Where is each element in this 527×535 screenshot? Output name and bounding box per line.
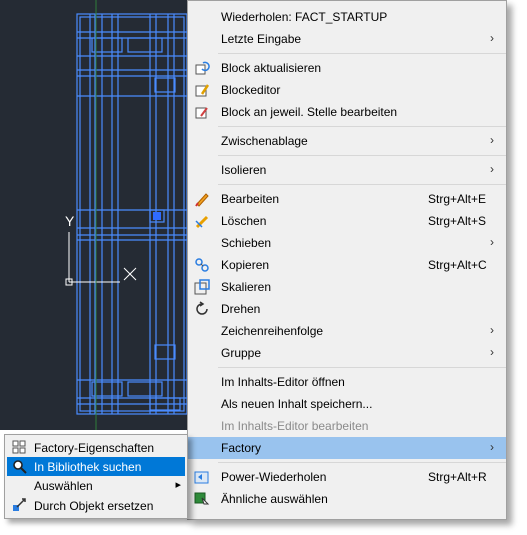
menu-label: Block an jeweil. Stelle bearbeiten: [221, 105, 398, 119]
menu-separator: [218, 367, 506, 368]
menu-label: Skalieren: [221, 280, 272, 294]
submenu-item-replace[interactable]: Durch Objekt ersetzen: [7, 496, 185, 515]
menu-item-delete[interactable]: Löschen Strg+Alt+S: [188, 210, 506, 232]
menu-shortcut: Strg+Alt+S: [428, 214, 487, 228]
menu-label: Löschen: [221, 214, 267, 228]
menu-label: Als neuen Inhalt speichern...: [221, 397, 373, 411]
menu-label: Im Inhalts-Editor öffnen: [221, 375, 345, 389]
menu-item-open-content-editor[interactable]: Im Inhalts-Editor öffnen: [188, 371, 506, 393]
submenu-item-factory-properties[interactable]: Factory-Eigenschaften: [7, 438, 185, 457]
block-editor-icon: [194, 82, 210, 98]
submenu-label: In Bibliothek suchen: [34, 460, 142, 474]
menu-separator: [218, 53, 506, 54]
menu-shortcut: Strg+Alt+E: [428, 192, 487, 206]
chevron-right-icon: ›: [490, 133, 494, 147]
menu-item-clipboard[interactable]: Zwischenablage ›: [188, 130, 506, 152]
drawing-canvas[interactable]: Y: [0, 0, 190, 430]
search-icon: [12, 459, 27, 474]
submenu-item-select[interactable]: Auswählen ▸: [7, 476, 185, 495]
properties-icon: [12, 440, 27, 455]
menu-item-factory[interactable]: Factory ›: [188, 437, 506, 459]
submenu-label: Factory-Eigenschaften: [34, 441, 155, 455]
block-refresh-icon: [194, 60, 210, 76]
menu-separator: [218, 155, 506, 156]
menu-label: Drehen: [221, 302, 261, 316]
menu-label: Schieben: [221, 236, 272, 250]
menu-label: Bearbeiten: [221, 192, 280, 206]
menu-label: Zwischenablage: [221, 134, 308, 148]
factory-submenu: Factory-Eigenschaften In Bibliothek such…: [4, 434, 188, 519]
menu-item-rotate[interactable]: Drehen: [188, 298, 506, 320]
menu-label: Blockeditor: [221, 83, 281, 97]
ucs-y-label: Y: [65, 213, 75, 229]
menu-label: Wiederholen: FACT_STARTUP: [221, 10, 388, 24]
cad-drawing: Y: [65, 0, 188, 430]
copy-icon: [194, 257, 210, 273]
chevron-right-icon: ›: [490, 323, 494, 337]
menu-shortcut: Strg+Alt+C: [428, 258, 487, 272]
chevron-right-icon: ›: [490, 345, 494, 359]
menu-label: Factory: [221, 441, 262, 455]
menu-item-edit-content-editor: Im Inhalts-Editor bearbeiten: [188, 415, 506, 437]
menu-label: Ähnliche auswählen: [221, 492, 328, 506]
grip-handle[interactable]: [153, 212, 161, 220]
menu-label: Power-Wiederholen: [221, 470, 327, 484]
chevron-right-icon: ›: [490, 31, 494, 45]
menu-item-repeat[interactable]: Wiederholen: FACT_STARTUP: [188, 6, 506, 28]
menu-label: Im Inhalts-Editor bearbeiten: [221, 419, 369, 433]
menu-label: Zeichenreihenfolge: [221, 324, 324, 338]
block-inplace-icon: [194, 104, 210, 120]
menu-item-select-similar[interactable]: Ähnliche auswählen: [188, 488, 506, 510]
scale-icon: [194, 279, 210, 295]
submenu-item-search-library[interactable]: In Bibliothek suchen: [7, 457, 185, 476]
menu-item-recent-input[interactable]: Letzte Eingabe ›: [188, 28, 506, 50]
chevron-right-icon: ›: [490, 162, 494, 176]
menu-item-block-inplace[interactable]: Block an jeweil. Stelle bearbeiten: [188, 101, 506, 123]
menu-item-edit[interactable]: Bearbeiten Strg+Alt+E: [188, 188, 506, 210]
replace-icon: [12, 498, 27, 513]
pencil-icon: [194, 191, 210, 207]
menu-shortcut: Strg+Alt+R: [428, 470, 487, 484]
chevron-right-icon: ›: [490, 440, 494, 454]
menu-label: Letzte Eingabe: [221, 32, 302, 46]
menu-separator: [218, 184, 506, 185]
select-similar-icon: [194, 491, 210, 507]
menu-item-move[interactable]: Schieben ›: [188, 232, 506, 254]
menu-separator: [218, 462, 506, 463]
menu-label: Gruppe: [221, 346, 262, 360]
power-repeat-icon: [194, 469, 210, 485]
submenu-label: Auswählen: [34, 479, 93, 493]
menu-separator: [218, 126, 506, 127]
eraser-icon: [194, 213, 210, 229]
rotate-icon: [194, 301, 210, 317]
menu-label: Kopieren: [221, 258, 270, 272]
context-menu: Wiederholen: FACT_STARTUP Letzte Eingabe…: [187, 0, 507, 520]
menu-item-copy[interactable]: Kopieren Strg+Alt+C: [188, 254, 506, 276]
menu-item-power-repeat[interactable]: Power-Wiederholen Strg+Alt+R: [188, 466, 506, 488]
menu-item-draw-order[interactable]: Zeichenreihenfolge ›: [188, 320, 506, 342]
submenu-label: Durch Objekt ersetzen: [34, 499, 154, 513]
menu-item-group[interactable]: Gruppe ›: [188, 342, 506, 364]
menu-item-block-editor[interactable]: Blockeditor: [188, 79, 506, 101]
menu-item-save-new-content[interactable]: Als neuen Inhalt speichern...: [188, 393, 506, 415]
menu-label: Isolieren: [221, 163, 267, 177]
chevron-right-icon: ›: [490, 235, 494, 249]
menu-label: Block aktualisieren: [221, 61, 322, 75]
menu-item-block-refresh[interactable]: Block aktualisieren: [188, 57, 506, 79]
menu-item-scale[interactable]: Skalieren: [188, 276, 506, 298]
triangle-right-icon: ▸: [175, 479, 181, 491]
menu-item-isolate[interactable]: Isolieren ›: [188, 159, 506, 181]
